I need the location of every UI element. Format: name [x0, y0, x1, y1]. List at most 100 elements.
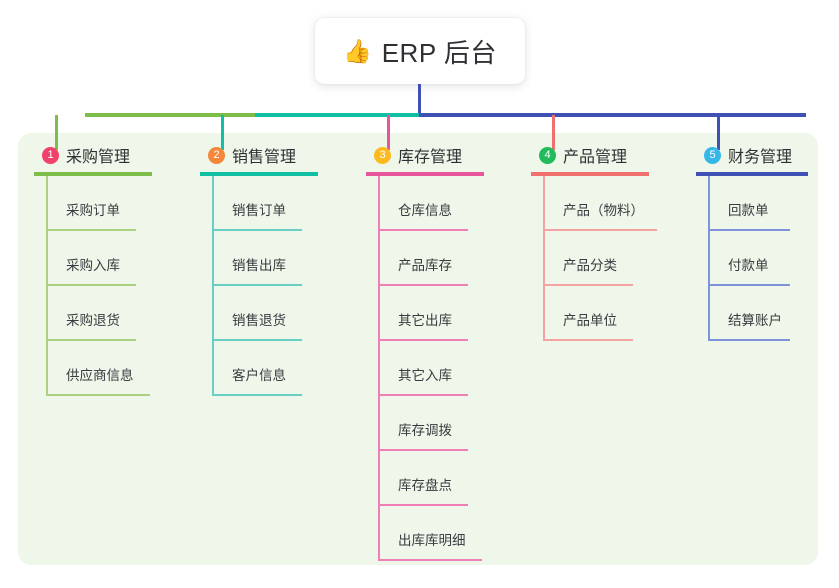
connector-segment-blue [419, 113, 806, 117]
list-item[interactable]: 出库库明细 [378, 506, 512, 561]
group-item-list: 销售订单销售出库销售退货客户信息 [212, 176, 346, 396]
list-item-rule [543, 339, 633, 341]
list-item-label: 产品库存 [398, 258, 452, 273]
item-spine [543, 176, 545, 341]
list-item[interactable]: 其它出库 [378, 286, 512, 341]
list-item-label: 销售订单 [232, 203, 286, 218]
list-item-rule [212, 284, 302, 286]
list-item[interactable]: 其它入库 [378, 341, 512, 396]
group-item-list: 采购订单采购入库采购退货供应商信息 [46, 176, 180, 396]
root-node-erp-backend[interactable]: 👍 ERP 后台 [315, 18, 525, 84]
list-item[interactable]: 库存调拨 [378, 396, 512, 451]
group-header-2[interactable]: 2 销售管理 [196, 143, 346, 167]
list-item-rule [378, 229, 468, 231]
list-item-rule [378, 504, 468, 506]
list-item[interactable]: 销售出库 [212, 231, 346, 286]
list-item-rule [46, 394, 150, 396]
list-item-rule [378, 339, 468, 341]
connector-drop-4 [552, 115, 555, 150]
list-item-label: 仓库信息 [398, 203, 452, 218]
group-title: 销售管理 [232, 149, 297, 166]
list-item[interactable]: 采购退货 [46, 286, 180, 341]
group-badge-icon: 1 [42, 146, 59, 164]
group-header-rule [696, 172, 808, 176]
list-item-label: 产品单位 [563, 313, 617, 328]
list-item-label: 产品分类 [563, 258, 617, 273]
item-spine [212, 176, 214, 396]
list-item-rule [378, 449, 468, 451]
list-item-label: 付款单 [728, 258, 769, 273]
list-item[interactable]: 销售退货 [212, 286, 346, 341]
list-item-rule [378, 394, 468, 396]
root-node-title: ERP 后台 [381, 37, 497, 68]
list-item-label: 其它出库 [398, 313, 452, 328]
list-item-label: 产品（物料） [563, 203, 644, 218]
trunk-connector-vertical [418, 84, 421, 114]
list-item-label: 客户信息 [232, 368, 286, 383]
group-header-rule [34, 172, 152, 176]
list-item[interactable]: 采购订单 [46, 176, 180, 231]
list-item-rule [212, 339, 302, 341]
list-item-rule [708, 229, 790, 231]
list-item-label: 回款单 [728, 203, 769, 218]
list-item-label: 库存盘点 [398, 478, 452, 493]
group-column-2: 2 销售管理销售订单销售出库销售退货客户信息 [196, 143, 346, 396]
group-item-list: 仓库信息产品库存其它出库其它入库库存调拨库存盘点出库库明细 [378, 176, 512, 561]
list-item[interactable]: 付款单 [708, 231, 839, 286]
group-badge-icon: 4 [539, 146, 556, 164]
connector-drop-5 [717, 115, 720, 150]
group-header-rule [531, 172, 649, 176]
group-item-list: 回款单付款单结算账户 [708, 176, 839, 341]
list-item[interactable]: 产品库存 [378, 231, 512, 286]
list-item-rule [378, 559, 482, 561]
list-item[interactable]: 结算账户 [708, 286, 839, 341]
connector-drop-1 [55, 115, 58, 150]
list-item[interactable]: 库存盘点 [378, 451, 512, 506]
group-badge-icon: 2 [208, 146, 225, 164]
list-item[interactable]: 客户信息 [212, 341, 346, 396]
thumbs-up-icon: 👍 [343, 37, 372, 64]
group-column-5: 5 财务管理回款单付款单结算账户 [692, 143, 839, 341]
list-item-label: 采购订单 [66, 203, 120, 218]
list-item-label: 采购退货 [66, 313, 120, 328]
list-item[interactable]: 销售订单 [212, 176, 346, 231]
list-item-label: 采购入库 [66, 258, 120, 273]
list-item-label: 出库库明细 [398, 533, 466, 548]
group-title: 财务管理 [728, 149, 793, 166]
list-item-rule [212, 229, 302, 231]
item-spine [708, 176, 710, 341]
list-item[interactable]: 产品单位 [543, 286, 677, 341]
group-badge-icon: 5 [704, 146, 721, 164]
group-header-1[interactable]: 1 采购管理 [30, 143, 180, 167]
list-item-rule [46, 339, 136, 341]
group-item-list: 产品（物料） 产品分类产品单位 [543, 176, 677, 341]
group-title: 采购管理 [66, 149, 131, 166]
list-item-rule [212, 394, 302, 396]
group-header-rule [200, 172, 318, 176]
list-item[interactable]: 供应商信息 [46, 341, 180, 396]
list-item[interactable]: 产品（物料） [543, 176, 677, 231]
connector-drop-2 [221, 115, 224, 150]
group-column-1: 1 采购管理采购订单采购入库采购退货供应商信息 [30, 143, 180, 396]
list-item[interactable]: 仓库信息 [378, 176, 512, 231]
list-item-rule [543, 229, 657, 231]
list-item-label: 其它入库 [398, 368, 452, 383]
list-item[interactable]: 产品分类 [543, 231, 677, 286]
list-item[interactable]: 采购入库 [46, 231, 180, 286]
list-item-label: 销售出库 [232, 258, 286, 273]
group-header-rule [366, 172, 484, 176]
list-item-rule [46, 229, 136, 231]
list-item-label: 库存调拨 [398, 423, 452, 438]
diagram-background-panel [18, 133, 818, 565]
group-title: 库存管理 [398, 149, 463, 166]
group-header-5[interactable]: 5 财务管理 [692, 143, 839, 167]
list-item-rule [46, 284, 136, 286]
list-item-label: 结算账户 [728, 313, 782, 328]
list-item-label: 供应商信息 [66, 368, 134, 383]
item-spine [378, 176, 380, 561]
list-item[interactable]: 回款单 [708, 176, 839, 231]
list-item-rule [708, 284, 790, 286]
